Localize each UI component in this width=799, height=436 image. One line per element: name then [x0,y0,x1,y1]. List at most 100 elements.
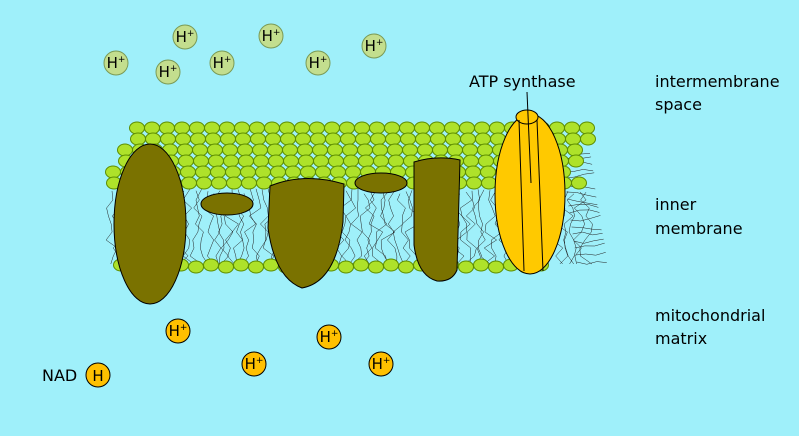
svg-text:H+: H+ [320,328,339,346]
lipid-head [193,154,209,168]
lipid-head [477,143,493,157]
lipid-head [417,143,433,157]
lipid-tail [105,190,118,265]
lipid-head [369,121,385,135]
lipid-head [324,121,340,135]
lipid-head [174,121,190,135]
intermembrane-label-line2: space [655,95,702,114]
proton-faded-5: H+ [209,50,235,76]
lipid-tail [350,188,363,265]
lipid-head [353,258,369,272]
lipid-head [240,165,256,179]
lipid-tail [576,261,607,265]
lipid-head [357,143,373,157]
svg-text:H+: H+ [169,322,188,340]
lipid-head [402,143,418,157]
lipid-head [234,121,250,135]
lipid-head [580,132,596,146]
lipid-head [248,260,264,274]
lipid-head [279,121,295,135]
lipid-tail [363,190,375,265]
lipid-tail [574,242,605,249]
lipid-head [130,132,146,146]
lipid-tail [249,188,262,265]
lipid-head [466,176,482,190]
lipid-head [384,121,400,135]
lipid-head [328,154,344,168]
lipid-head [219,121,235,135]
nad-label: NAD [42,366,77,385]
lipid-head [268,154,284,168]
lipid-head [208,154,224,168]
lipid-head [300,165,316,179]
lipid-head [430,132,446,146]
lipid-head [313,154,329,168]
lipid-head [325,132,341,146]
lipid-head [565,132,581,146]
lipid-head [181,176,197,190]
proton-faded-4: H+ [103,50,129,76]
svg-text:H+: H+ [309,54,328,72]
lipid-tail [476,189,491,265]
lipid-head [180,165,196,179]
lipid-head [400,132,416,146]
lipid-head [309,121,325,135]
proton-faded-7: H+ [155,59,181,85]
lipid-head [297,143,313,157]
lipid-tail [483,190,498,265]
lipid-head [265,132,281,146]
lipid-tail [387,191,398,265]
lipid-head [488,260,504,274]
lipid-head [283,154,299,168]
lipid-head [280,132,296,146]
cytochrome-c-carrier [354,172,408,194]
lipid-head [383,258,399,272]
lipid-head [238,154,254,168]
lipid-head [207,143,223,157]
atp-synthase [494,109,566,275]
lipid-head [253,154,269,168]
lipid-head [480,165,496,179]
lipid-tail [571,226,602,231]
lipid-head [340,132,356,146]
svg-text:H+: H+ [365,37,384,55]
lipid-head [579,121,595,135]
lipid-tail [182,188,194,265]
lipid-head [330,165,346,179]
lipid-tail [374,189,388,265]
lipid-head [189,121,205,135]
lipid-head [175,132,191,146]
lipid-head [481,176,497,190]
lipid-head [459,121,475,135]
lipid-head [462,143,478,157]
electron-transport-complex-2 [267,177,345,289]
lipid-head [255,165,271,179]
lipid-head [177,143,193,157]
lipid-head [294,121,310,135]
lipid-head [339,121,355,135]
lipid-head [233,258,249,272]
lipid-head [473,258,489,272]
lipid-tail [380,191,396,265]
ubiquinone-carrier [200,192,254,216]
lipid-head [432,143,448,157]
lipid-head [295,132,311,146]
svg-text:H+: H+ [159,63,178,81]
lipid-head [270,165,286,179]
lipid-head [196,176,212,190]
lipid-head [315,165,331,179]
lipid-head [385,132,401,146]
lipid-head [188,260,204,274]
lipid-head [282,143,298,157]
proton-2: H+ [316,324,342,350]
lipid-head [249,121,265,135]
lipid-head [220,132,236,146]
lipid-head [129,121,145,135]
lipid-head [475,132,491,146]
lipid-head [218,260,234,274]
lipid-head [105,165,121,179]
inner-membrane-label-line2: membrane [655,219,743,238]
lipid-head [429,121,445,135]
nadh: NAD H [42,362,111,388]
